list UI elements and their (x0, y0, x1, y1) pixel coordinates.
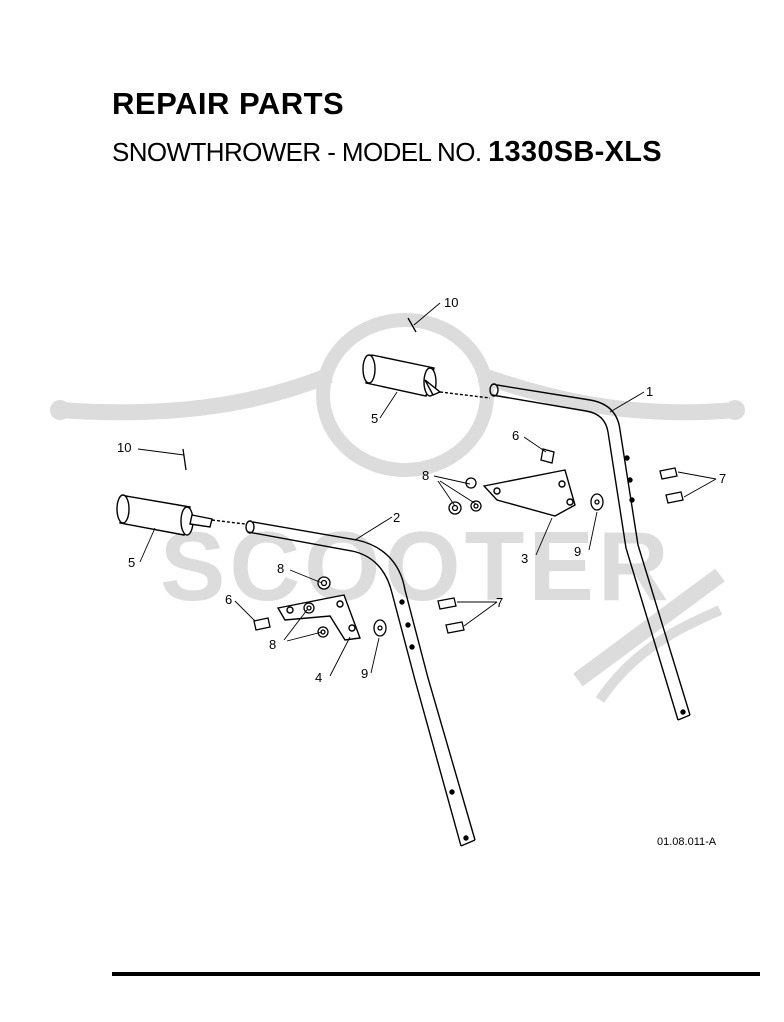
watermark-logo (50, 313, 745, 703)
callout-1: 1 (646, 384, 653, 399)
callout-8-left-top: 8 (277, 561, 284, 576)
figure-code: 01.08.011-A (657, 836, 717, 848)
page-subtitle: SNOWTHROWER - MODEL NO. 1330SB-XLS (112, 136, 662, 169)
page-title: REPAIR PARTS (112, 86, 345, 121)
leader-lines (137, 302, 717, 677)
callout-8-right: 8 (422, 468, 429, 483)
bracket-left (276, 594, 361, 641)
grip-left (116, 494, 246, 536)
callout-5-left: 5 (128, 555, 135, 570)
watermark-text: SCOOTER (160, 511, 673, 621)
callout-7-right: 7 (719, 471, 726, 486)
callout-9-left: 9 (361, 666, 368, 681)
bracket-right (482, 469, 576, 517)
footer-rule (112, 972, 760, 976)
callout-3: 3 (521, 551, 528, 566)
callout-4: 4 (315, 670, 322, 685)
callout-10-left: 10 (117, 440, 131, 455)
lower-handle-left (245, 520, 476, 847)
callout-6-left: 6 (225, 592, 232, 607)
callout-8-left-bottom: 8 (269, 637, 276, 652)
callout-9-right: 9 (574, 544, 581, 559)
callout-7-mid: 7 (496, 595, 503, 610)
callout-5-top: 5 (371, 411, 378, 426)
grip-top (362, 354, 491, 399)
callout-6-right: 6 (512, 428, 519, 443)
callout-10-top: 10 (444, 295, 458, 310)
subtitle-prefix: SNOWTHROWER - MODEL NO. (112, 137, 489, 167)
hardware-parts (182, 317, 684, 638)
callout-2: 2 (393, 510, 400, 525)
model-number: 1330SB-XLS (488, 136, 662, 168)
upper-handle-right (489, 383, 691, 721)
